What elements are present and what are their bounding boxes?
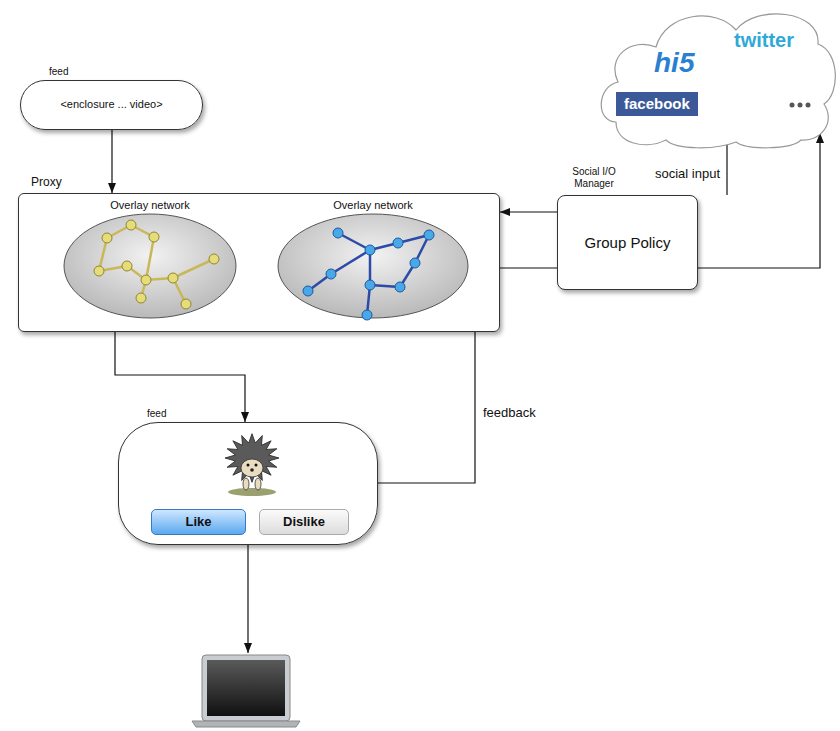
- connector: [111, 130, 112, 193]
- connector: [500, 211, 557, 212]
- policy-box: Social I/O ManagerGroup Policy: [557, 195, 698, 290]
- connector: [726, 143, 727, 195]
- peer-node: [333, 228, 343, 238]
- overlay-ellipse: [278, 214, 468, 318]
- laptop-base: [192, 721, 300, 727]
- box-heading: Proxy: [31, 175, 62, 189]
- feed-output-box: feedLikeDislike: [118, 422, 378, 545]
- creature-illustration: [225, 434, 279, 496]
- network-logo: facebook: [616, 92, 698, 116]
- box-heading: feed: [147, 408, 166, 420]
- edge-label: social input: [653, 166, 722, 182]
- feed-content: <enclosure ... video>: [60, 98, 162, 111]
- peer-node: [102, 233, 112, 243]
- peer-node: [126, 220, 136, 230]
- peer-node: [94, 266, 104, 276]
- peer-node: [362, 310, 372, 320]
- feed-source-box: feed<enclosure ... video>: [20, 80, 203, 130]
- overlay-label: Overlay network: [110, 199, 189, 212]
- creature-eye: [247, 464, 250, 467]
- creature-nose: [250, 468, 254, 472]
- peer-node: [303, 286, 313, 296]
- creature-spikes: [225, 434, 279, 483]
- connector: [115, 332, 245, 422]
- overlay-network: Overlay network: [63, 199, 237, 319]
- overlay-shape: [63, 199, 237, 319]
- social-network-cloud: hi5 twitter facebook: [596, 2, 836, 148]
- more-dots: [806, 103, 811, 108]
- creature-face: [241, 459, 263, 477]
- button-label: Like: [185, 514, 211, 530]
- like-button: Like: [151, 509, 246, 535]
- peer-node: [365, 280, 375, 290]
- overlay-link: [173, 259, 214, 278]
- creature-eye: [255, 464, 258, 467]
- peer-node: [424, 230, 434, 240]
- manager-label: Social I/O Manager: [558, 166, 630, 190]
- output-arrow: [247, 545, 248, 653]
- peer-node: [136, 293, 146, 303]
- peer-node: [181, 299, 191, 309]
- button-label: Dislike: [283, 514, 325, 530]
- connector: [378, 332, 475, 483]
- laptop-lid: [202, 655, 290, 721]
- overlay-shape: [277, 199, 469, 319]
- connector: [698, 133, 820, 268]
- cloud-outline: [601, 14, 835, 148]
- laptop-screen: [207, 660, 285, 716]
- peer-node: [365, 245, 375, 255]
- proxy-box: ProxyOverlay networkOverlay network: [18, 193, 500, 332]
- laptop-icon: [192, 655, 300, 727]
- overlay-ellipse: [64, 214, 236, 318]
- overlay-link: [146, 237, 154, 280]
- overlay-link: [331, 250, 370, 274]
- peer-node: [395, 282, 405, 292]
- edge-label: feedback: [481, 405, 538, 421]
- dislike-button: Dislike: [259, 509, 349, 535]
- overlay-label: Overlay network: [333, 199, 412, 212]
- box-heading: feed: [49, 66, 68, 78]
- more-dots: [798, 103, 803, 108]
- cloud-shape: [596, 2, 836, 148]
- peer-node: [326, 269, 336, 279]
- creature-leg: [255, 478, 261, 490]
- creature-leg: [243, 478, 249, 490]
- connector: [500, 267, 557, 268]
- overlay-network: Overlay network: [277, 199, 469, 319]
- network-logo: twitter: [734, 28, 794, 52]
- more-dots: [790, 103, 795, 108]
- peer-node: [149, 232, 159, 242]
- ground-shadow: [228, 488, 276, 496]
- box-label: Group Policy: [585, 234, 671, 252]
- peer-node: [393, 238, 403, 248]
- peer-node: [141, 275, 151, 285]
- peer-node: [122, 261, 132, 271]
- peer-node: [410, 258, 420, 268]
- peer-node: [168, 273, 178, 283]
- network-logo: hi5: [654, 46, 694, 80]
- peer-node: [209, 254, 219, 264]
